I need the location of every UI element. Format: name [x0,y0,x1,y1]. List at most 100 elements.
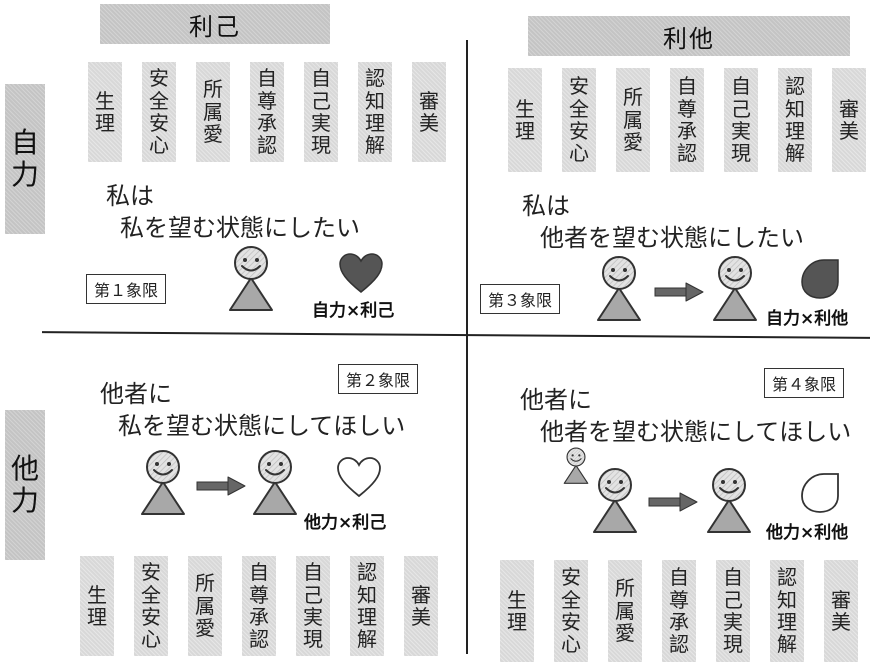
need-tile-self-actualization: 自己実現 [304,62,338,162]
need-tile-belonging: 所属愛 [608,560,642,662]
need-char: 理 [95,111,115,135]
need-char: 愛 [203,122,223,147]
need-char: 認 [785,74,805,99]
need-char: 解 [785,141,805,166]
need-char: 美 [419,111,439,135]
need-char: 全 [149,88,169,113]
need-char: 知 [777,587,797,612]
need-tile-belonging: 所属愛 [188,556,222,656]
need-char: 理 [507,610,527,634]
needs-row-top-right: 生理安全安心所属愛自尊承認自己実現認知理解審美 [508,68,866,172]
q3-subject: 私は [522,192,570,220]
need-char: 愛 [195,616,215,641]
q3-arrow-icon [654,282,704,302]
need-char: 現 [303,627,323,652]
q1-label: 第１象限 [86,274,167,304]
needs-row-bottom-left: 生理安全安心所属愛自尊承認自己実現認知理解審美 [80,556,438,656]
need-tile-esteem: 自尊承認 [670,68,704,172]
need-char: 認 [677,141,697,166]
q1-formula: 自力×利己 [312,301,395,321]
need-char: 承 [249,605,269,629]
need-char: 美 [831,610,851,634]
need-char: 尊 [669,587,689,612]
need-char: 承 [677,119,697,143]
q3-self-person-icon [594,254,644,324]
needs-row-top-left: 生理安全安心所属愛自尊承認自己実現認知理解審美 [88,62,446,162]
need-char: 美 [411,605,431,629]
need-char: 認 [357,560,377,585]
need-char: 己 [731,96,751,121]
need-char: 認 [365,66,385,91]
need-char: 心 [561,632,581,657]
need-char: 尊 [249,582,269,607]
need-char: 審 [419,88,439,113]
need-tile-cognitive: 認知理解 [350,556,384,656]
need-tile-belonging: 所属愛 [196,62,230,162]
q2-label: 第２象限 [338,364,419,394]
q4-small-person-icon [562,446,590,486]
need-char: 実 [311,111,331,135]
row-header-other-power-char-1: 他 [10,451,39,485]
q2-subject: 他者に [100,380,172,408]
need-char: 心 [149,133,169,158]
q3-other-person-icon [710,254,760,324]
q2-heart-outline-icon [337,457,381,498]
q4-arrow-icon [648,492,698,512]
need-char: 安 [561,565,581,590]
need-tile-self-actualization: 自己実現 [296,556,330,656]
q3-wish: 他者を望む状態にしたい [540,224,804,252]
need-tile-esteem: 自尊承認 [250,62,284,162]
need-char: 解 [365,133,385,158]
need-tile-esteem: 自尊承認 [662,560,696,662]
need-char: 理 [87,605,107,629]
need-char: 愛 [615,621,635,646]
need-char: 安 [141,560,161,585]
q3-label: 第３象限 [480,284,561,314]
need-char: 所 [615,576,635,601]
need-char: 知 [785,96,805,121]
q2-formula: 他力×利己 [304,513,387,533]
need-char: 尊 [257,88,277,113]
need-char: 安 [141,605,161,629]
need-char: 生 [515,96,535,121]
needs-row-bottom-right: 生理安全安心所属愛自尊承認自己実現認知理解審美 [500,560,858,662]
need-char: 理 [777,610,797,634]
need-char: 自 [677,74,697,99]
need-char: 自 [669,565,689,590]
need-char: 認 [249,627,269,652]
column-header-self-interest: 利己 [100,4,330,44]
need-tile-belonging: 所属愛 [616,68,650,172]
need-char: 全 [561,587,581,612]
need-char: 実 [731,119,751,143]
column-header-altruism-text: 利他 [663,24,715,53]
need-char: 安 [149,66,169,91]
need-char: 属 [623,107,643,132]
need-tile-safety: 安全安心 [554,560,588,662]
need-char: 現 [311,133,331,158]
need-tile-cognitive: 認知理解 [778,68,812,172]
need-char: 全 [569,96,589,121]
need-char: 属 [195,593,215,618]
need-char: 承 [669,610,689,634]
q1-heart-icon [339,253,383,293]
need-char: 尊 [677,96,697,121]
quadrant-divider-horizontal [42,331,870,339]
need-char: 理 [365,111,385,135]
q4-label: 第４象限 [764,368,845,398]
need-tile-esteem: 自尊承認 [242,556,276,656]
need-char: 知 [365,88,385,113]
need-tile-cognitive: 認知理解 [358,62,392,162]
need-char: 安 [561,610,581,634]
q4-formula: 他力×利他 [766,523,849,543]
q1-wish: 私を望む状態にしたい [120,214,360,242]
need-char: 安 [149,111,169,135]
need-tile-safety: 安全安心 [134,556,168,656]
need-char: 理 [785,119,805,143]
need-char: 安 [569,74,589,99]
q4-wish: 他者を望む状態にしてほしい [540,418,852,446]
quadrant-divider-vertical [466,40,468,654]
need-char: 美 [839,119,859,143]
need-char: 自 [723,565,743,590]
need-char: 自 [731,74,751,99]
need-char: 安 [569,119,589,143]
